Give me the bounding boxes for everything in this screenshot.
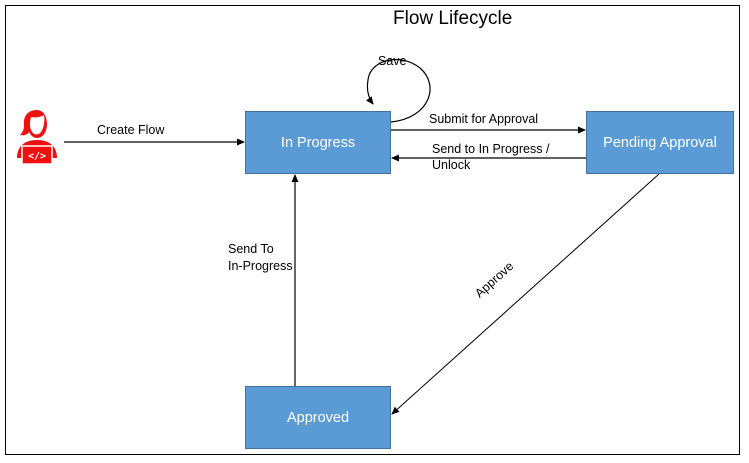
label-create-flow: Create Flow [97, 123, 165, 137]
diagram-frame [5, 5, 740, 455]
edge-save-loop [366, 58, 431, 123]
svg-text:</>: </> [28, 151, 46, 162]
label-submit-for-approval: Submit for Approval [429, 112, 539, 126]
label-send-to-in-progress-unlock-line2: Unlock [432, 158, 471, 172]
state-pending-approval[interactable]: Pending Approval [586, 111, 734, 174]
label-save: Save [378, 54, 407, 68]
state-in-progress[interactable]: In Progress [245, 111, 391, 174]
edge-approve [391, 173, 660, 415]
label-send-to-inprogress-line2: In-Progress [228, 259, 293, 273]
label-send-to-inprogress-line1: Send To [228, 242, 274, 256]
developer-person-icon: </> [17, 110, 57, 164]
label-send-to-in-progress-unlock-line1: Send to In Progress / [432, 142, 550, 156]
diagram-title: Flow Lifecycle [393, 8, 513, 29]
state-approved[interactable]: Approved [245, 386, 391, 449]
